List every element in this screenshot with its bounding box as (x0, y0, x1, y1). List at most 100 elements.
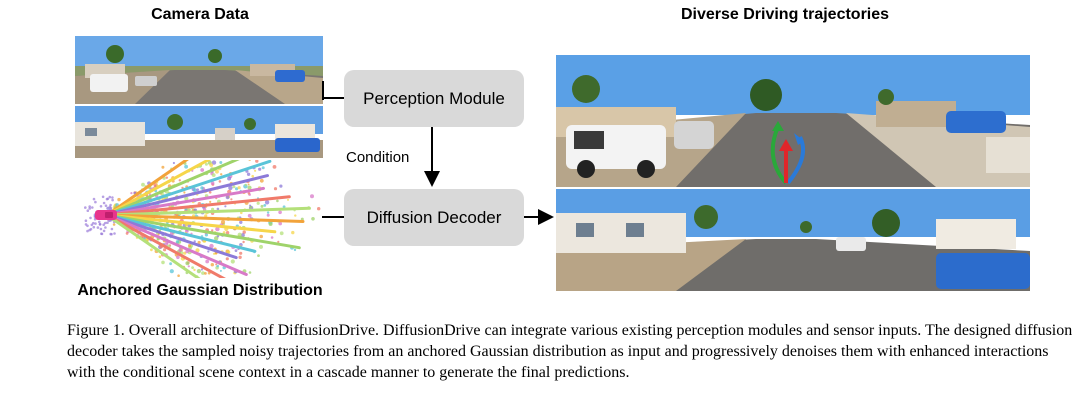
gaussian-sample-dot (258, 167, 262, 171)
anchor-trajectory (105, 213, 241, 289)
gaussian-sample-dot (225, 231, 230, 235)
anchor-trajectory (105, 213, 248, 276)
gaussian-sample-dot (227, 176, 232, 181)
gaussian-sample-dot (98, 223, 102, 226)
gaussian-sample-dot (237, 186, 241, 190)
anchor-trajectory (105, 195, 291, 217)
gaussian-sample-dot (247, 185, 252, 190)
gaussian-sample-dot (240, 211, 243, 215)
gaussian-sample-dot (178, 248, 182, 252)
gaussian-sample-dot (207, 250, 210, 253)
perception-module-box: Perception Module (344, 70, 524, 127)
gaussian-sample-dot (240, 233, 245, 238)
gaussian-sample-dot (239, 251, 243, 255)
perception-module-label: Perception Module (363, 88, 505, 108)
gaussian-sample-dot (163, 248, 167, 252)
anchor-trajectory (105, 159, 272, 217)
gaussian-sample-dot (208, 191, 212, 194)
gaussian-sample-dot (278, 221, 282, 226)
gaussian-sample-dot (220, 220, 226, 225)
flow-arrows (322, 81, 554, 225)
gaussian-sample-dot (272, 165, 277, 169)
gaussian-sample-dot (254, 169, 257, 172)
gaussian-sample-dot (211, 173, 216, 177)
gaussian-sample-dot (273, 187, 278, 191)
gaussian-sample-dot (99, 227, 103, 231)
gaussian-sample-dot (193, 240, 196, 243)
gaussian-sample-dot (209, 200, 212, 203)
gaussian-sample-dot (86, 224, 89, 228)
gaussian-sample-dot (104, 204, 108, 207)
gaussian-sample-dot (187, 208, 191, 212)
gaussian-sample-dot (161, 260, 165, 265)
gaussian-sample-dot (230, 259, 235, 264)
gaussian-sample-dot (84, 206, 87, 209)
gaussian-sample-dot (235, 187, 239, 191)
anchor-trajectory (105, 213, 257, 253)
gaussian-sample-dot (91, 206, 94, 209)
gaussian-sample-dot (125, 232, 129, 235)
gaussian-sample-dot (219, 161, 223, 164)
gaussian-sample-dot (279, 184, 283, 188)
gaussian-sample-dot (98, 220, 101, 224)
gaussian-sample-dot (92, 197, 96, 201)
gaussian-sample-dot (111, 198, 114, 202)
gaussian-sample-dot (86, 229, 89, 233)
gaussian-sample-dot (161, 165, 165, 169)
gaussian-sample-dot (270, 236, 274, 239)
gaussian-sample-dot (96, 226, 100, 229)
gaussian-sample-dot (209, 163, 214, 167)
gaussian-sample-dot (251, 174, 254, 178)
gaussian-sample-dot (110, 232, 113, 236)
gaussian-sample-dot (259, 178, 264, 183)
gaussian-sample-dot (178, 179, 181, 182)
gaussian-sample-dot (185, 261, 190, 266)
gaussian-sample-dot (220, 173, 223, 176)
gaussian-sample-dot (291, 230, 295, 235)
gaussian-sample-dot (210, 263, 214, 267)
gaussian-sample-dot (259, 234, 263, 239)
gaussian-sample-dot (205, 259, 210, 264)
gaussian-sample-dot (282, 205, 286, 209)
gaussian-sample-dot (261, 166, 265, 170)
anchor-trajectory (105, 213, 238, 260)
gaussian-sample-dot (211, 229, 214, 232)
camera-image-front (75, 36, 323, 104)
gaussian-sample-dot (222, 231, 226, 234)
gaussian-sample-dot (317, 207, 321, 211)
gaussian-sample-dot (158, 255, 162, 258)
gaussian-sample-dot (215, 263, 218, 266)
gaussian-sample-dot (106, 221, 109, 224)
gaussian-sample-dot (92, 225, 96, 229)
gaussian-sample-dot (175, 240, 180, 244)
gaussian-sample-dot (259, 244, 263, 249)
gaussian-sample-dot (310, 194, 314, 199)
gaussian-sample-dot (311, 217, 315, 221)
gaussian-sample-dot (105, 197, 109, 201)
gaussian-sample-dot (130, 192, 133, 195)
gaussian-sample-dot (278, 210, 282, 215)
gaussian-sample-dot (111, 196, 114, 199)
gaussian-sample-dot (300, 217, 304, 221)
gaussian-sample-dot (237, 232, 242, 237)
gaussian-sample-dot (88, 205, 91, 208)
gaussian-sample-dot (225, 195, 230, 200)
gaussian-sample-dot (247, 183, 250, 186)
diffusion-decoder-box: Diffusion Decoder (344, 189, 524, 246)
gaussian-sample-dot (113, 232, 116, 235)
diverse-trajectories-heading: Diverse Driving trajectories (680, 6, 890, 23)
gaussian-sample-dot (117, 197, 121, 202)
gaussian-sample-dot (215, 169, 219, 174)
gaussian-sample-dot (191, 266, 194, 269)
gaussian-sample-dot (141, 182, 145, 187)
gaussian-sample-dot (279, 231, 284, 236)
gaussian-sample-dot (238, 255, 242, 259)
gaussian-sample-dot (211, 160, 217, 165)
gaussian-sample-dot (200, 186, 204, 190)
gaussian-sample-dot (210, 181, 215, 185)
gaussian-sample-dot (187, 265, 190, 268)
gaussian-sample-dot (172, 161, 175, 165)
gaussian-sample-dot (88, 228, 91, 232)
gaussian-sample-dot (104, 226, 107, 229)
gaussian-sample-dot (257, 254, 260, 257)
